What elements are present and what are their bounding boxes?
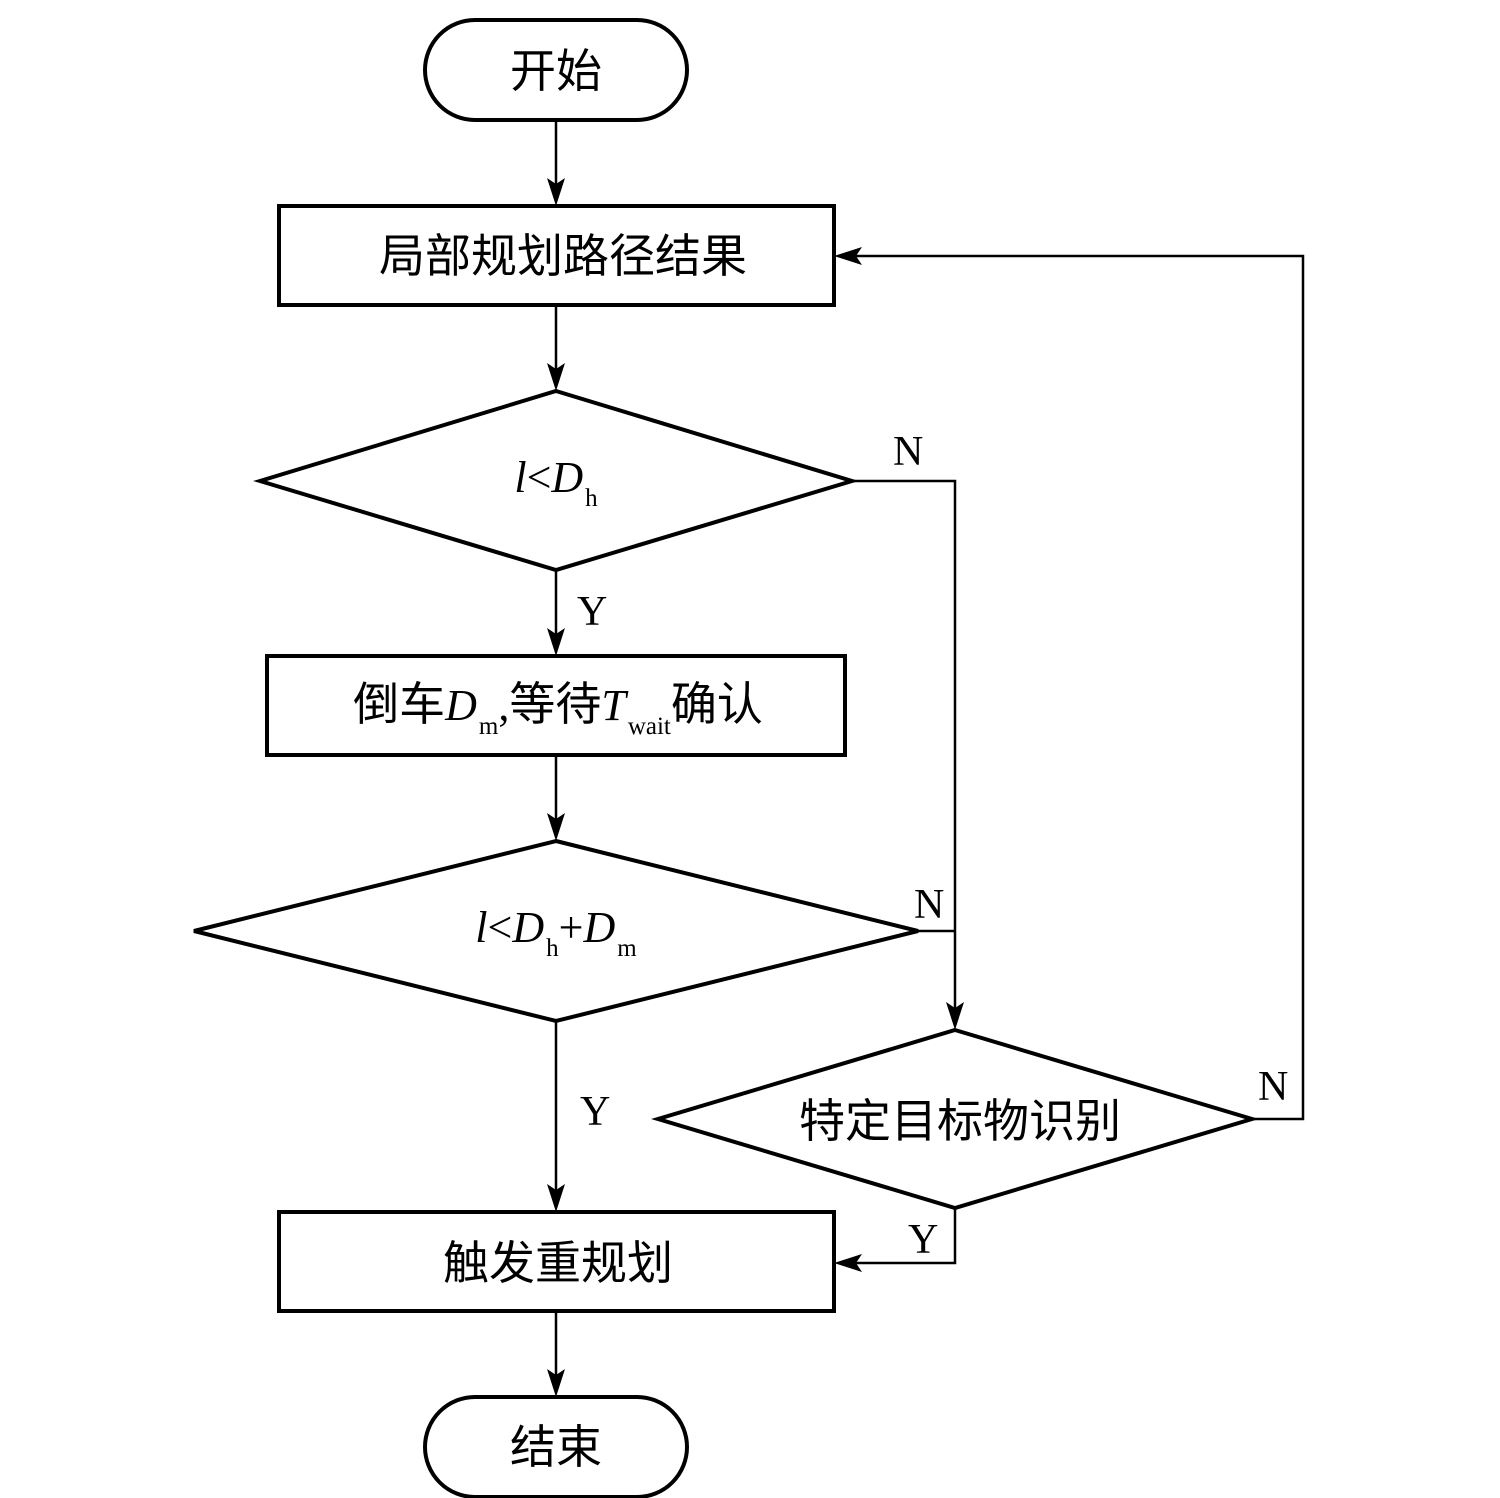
end-label: 结束	[510, 1420, 602, 1474]
node-local-plan: 局部规划路径结果	[277, 204, 836, 307]
arrowhead-down	[547, 1184, 565, 1212]
node-start: 开始	[423, 18, 689, 122]
arrowhead-down	[547, 363, 565, 391]
cond1-yes-label: Y	[577, 589, 607, 635]
target-label: 特定目标物识别	[799, 1094, 1121, 1148]
cond1-no-label: N	[893, 429, 923, 475]
branch-labels: Y N Y N Y N	[577, 429, 1288, 1263]
cond1-label: l<Dh	[514, 453, 598, 512]
local-plan-label: 局部规划路径结果	[379, 229, 747, 283]
node-target: 特定目标物识别	[651, 1027, 1259, 1211]
node-reverse: 倒车Dm,等待Twait确认	[265, 654, 847, 757]
reverse-box	[265, 654, 847, 757]
node-cond1: l<Dh	[253, 388, 859, 573]
node-end: 结束	[423, 1395, 689, 1498]
arrowhead-left	[834, 247, 862, 265]
connectors	[554, 120, 1305, 1386]
cond1-diamond	[253, 388, 859, 573]
node-cond2: l<Dh+Dm	[193, 838, 919, 1024]
end-terminal	[423, 1395, 689, 1498]
target-yes-label: Y	[908, 1217, 938, 1263]
node-replan: 触发重规划	[277, 1210, 836, 1313]
target-no-label: N	[1258, 1064, 1288, 1110]
edge-target-no	[846, 254, 1305, 1121]
arrowhead-down	[547, 178, 565, 206]
start-label: 开始	[510, 44, 602, 98]
reverse-label: 倒车Dm,等待Twait确认	[353, 677, 763, 740]
edge-cond1-no	[852, 479, 957, 1019]
cond2-diamond	[193, 838, 919, 1024]
arrowhead-down	[547, 1369, 565, 1397]
cond2-no-label: N	[914, 882, 944, 928]
replan-box	[277, 1210, 836, 1313]
cond2-label: l<Dh+Dm	[475, 903, 637, 962]
local-plan-box	[277, 204, 836, 307]
edge-target-yes	[846, 1208, 957, 1265]
arrowheads	[547, 178, 964, 1397]
arrowhead-down	[946, 1002, 964, 1030]
replan-label: 触发重规划	[443, 1236, 673, 1290]
arrowhead-down	[547, 813, 565, 841]
arrowhead-down	[547, 628, 565, 656]
cond2-yes-label: Y	[580, 1089, 610, 1135]
target-diamond	[651, 1027, 1259, 1211]
arrowhead-left	[834, 1254, 862, 1272]
start-terminal	[423, 18, 689, 122]
